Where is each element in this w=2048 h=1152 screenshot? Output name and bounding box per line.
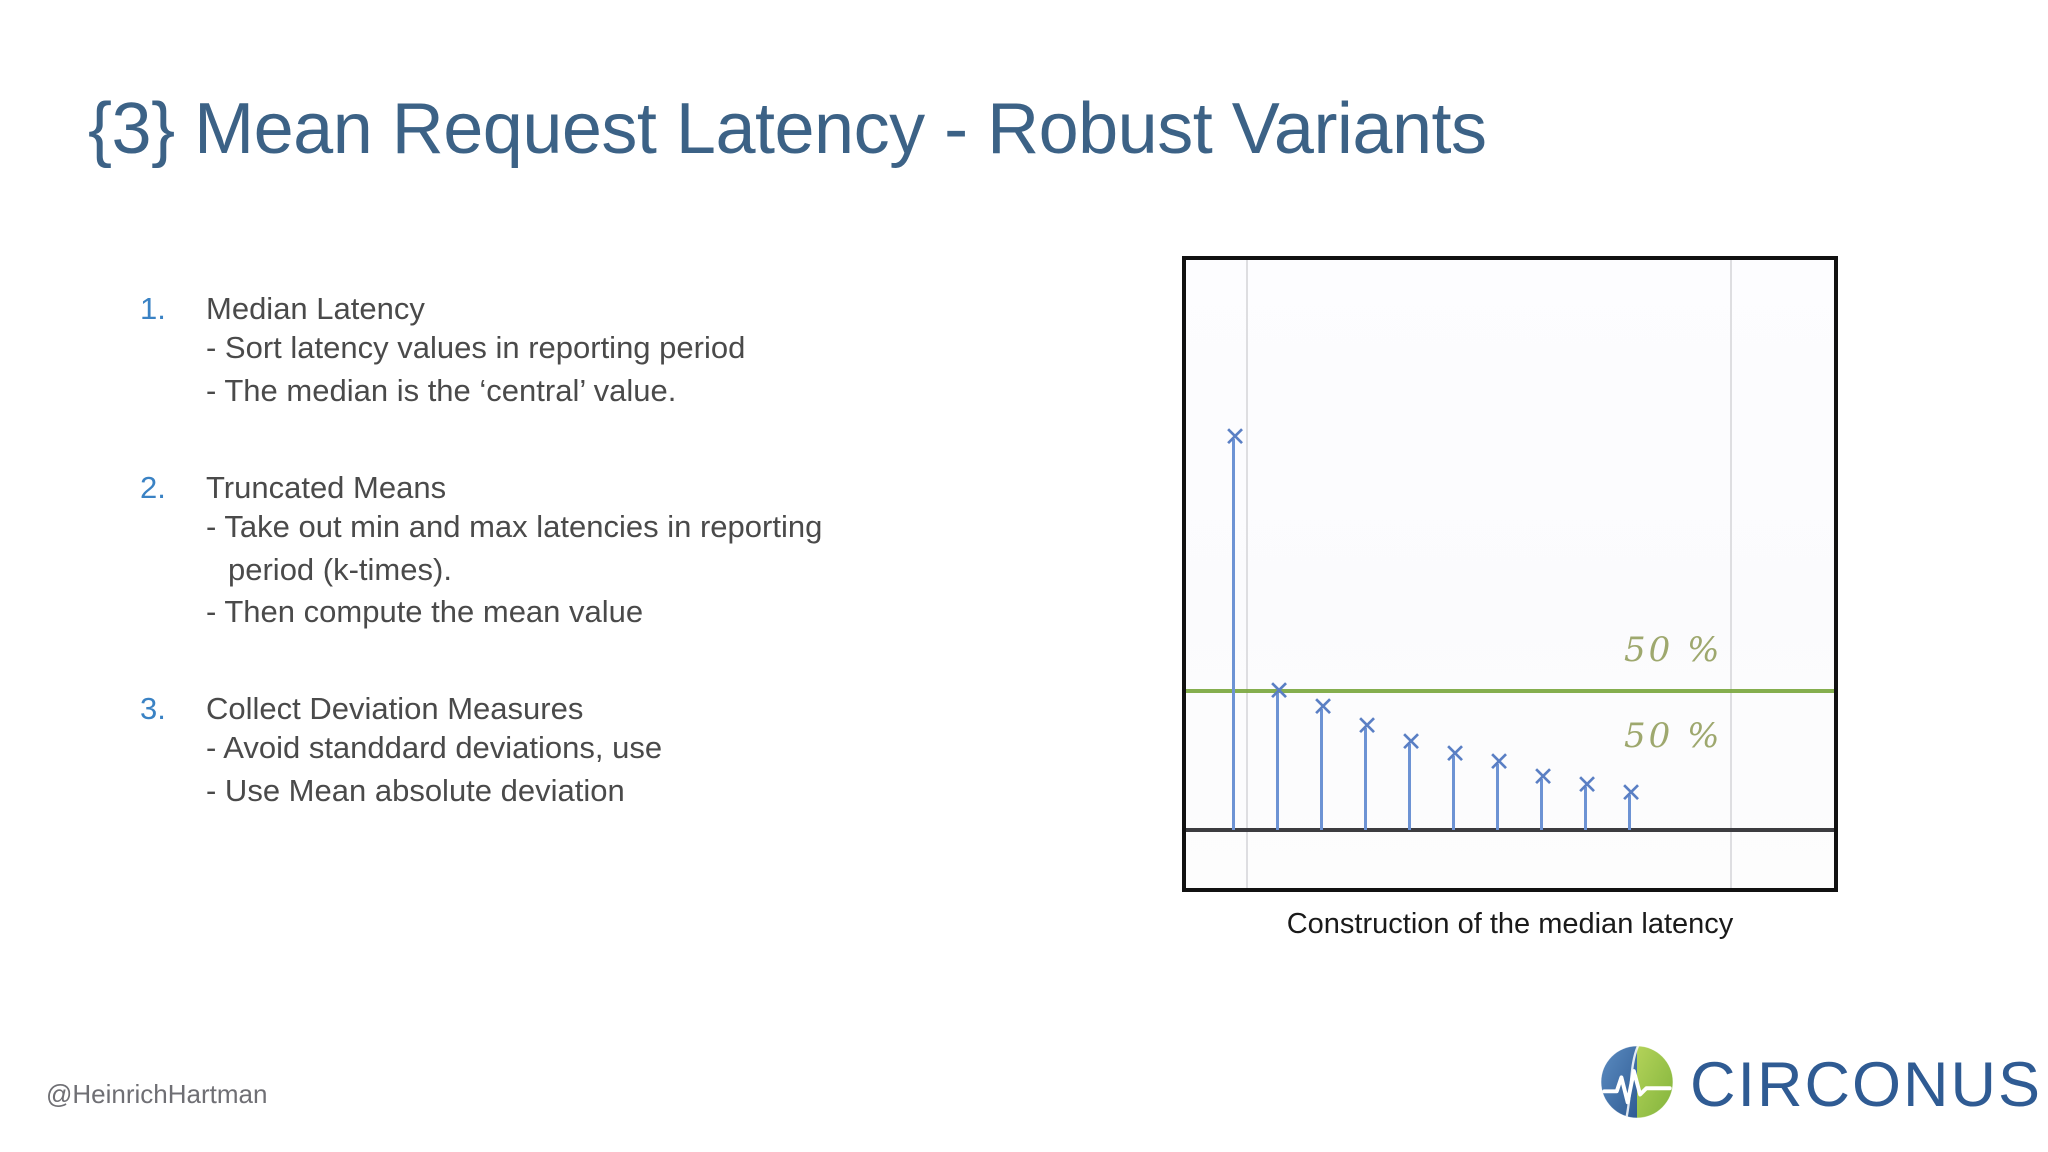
stem-bar	[1276, 693, 1279, 830]
figure-background	[1186, 260, 1834, 888]
stem-x-marker: ✕	[1487, 746, 1511, 778]
stem-bar	[1628, 794, 1631, 830]
stem-x-marker: ✕	[1311, 691, 1335, 723]
stem-bar	[1364, 728, 1367, 830]
list-item-sub: - Use Mean absolute deviation	[206, 773, 625, 809]
list-item-number: 3.	[140, 691, 166, 727]
list-item-number: 2.	[140, 469, 166, 505]
list-item-heading: Median Latency	[206, 291, 425, 326]
annotation-50-percent-bottom: 50 %	[1624, 716, 1723, 756]
list-item-sub: - Then compute the mean value	[206, 594, 644, 630]
list-item-sub: period (k-times).	[228, 551, 452, 587]
bullet-list: 1. Median Latency - Sort latency values …	[140, 290, 1120, 813]
guide-line-left	[1246, 260, 1248, 888]
circonus-logo: CIRCONUS	[1598, 1043, 2042, 1126]
chart-baseline	[1186, 828, 1834, 832]
list-item-heading: Truncated Means	[206, 469, 447, 505]
circonus-globe-icon	[1598, 1043, 1676, 1126]
list-item-sub: - Avoid standdard deviations, use	[206, 730, 663, 766]
annotation-50-percent-top: 50 %	[1624, 630, 1723, 670]
list-item: 3. Collect Deviation Measures - Avoid st…	[140, 690, 1120, 813]
stem-x-marker: ✕	[1531, 762, 1555, 794]
page-title: {3} Mean Request Latency - Robust Varian…	[88, 89, 1487, 169]
stem-x-marker: ✕	[1619, 777, 1643, 809]
figure-caption: Construction of the median latency	[1286, 908, 1734, 940]
stem-bar	[1496, 763, 1499, 830]
list-item-heading: Collect Deviation Measures	[206, 691, 584, 727]
list-item-heading-row: 2. Truncated Means	[140, 469, 1120, 506]
list-item: 1. Median Latency - Sort latency values …	[140, 290, 1120, 413]
list-item-sub: - The median is the ‘central’ value.	[206, 372, 677, 408]
stem-bar	[1584, 787, 1587, 830]
list-item-heading-row: 1. Median Latency	[140, 290, 1120, 327]
list-item: 2. Truncated Means - Take out min and ma…	[140, 469, 1120, 634]
list-item-number: 1.	[140, 291, 166, 326]
stem-x-marker: ✕	[1575, 770, 1599, 801]
stem-bar	[1540, 779, 1543, 830]
stem-bar	[1232, 439, 1235, 830]
guide-line-right	[1730, 260, 1732, 888]
stem-x-marker: ✕	[1399, 727, 1423, 758]
median-latency-figure: ✕ ✕ ✕ ✕ ✕ ✕ ✕ ✕ ✕ ✕ 50 % 50 %	[1182, 256, 1838, 892]
stem-x-marker: ✕	[1267, 676, 1291, 708]
stem-bar	[1452, 755, 1455, 830]
stem-bar	[1408, 744, 1411, 830]
stem-x-marker: ✕	[1443, 738, 1467, 770]
circonus-wordmark: CIRCONUS	[1689, 1049, 2042, 1120]
list-item-sub: - Sort latency values in reporting perio…	[206, 330, 746, 366]
stem-bar	[1320, 708, 1323, 830]
author-handle: @HeinrichHartman	[46, 1079, 268, 1109]
list-item-sub: - Take out min and max latencies in repo…	[206, 508, 823, 544]
median-reference-line	[1186, 689, 1834, 693]
stem-x-marker: ✕	[1223, 422, 1247, 454]
list-item-heading-row: 3. Collect Deviation Measures	[140, 690, 1120, 727]
stem-x-marker: ✕	[1355, 711, 1379, 743]
